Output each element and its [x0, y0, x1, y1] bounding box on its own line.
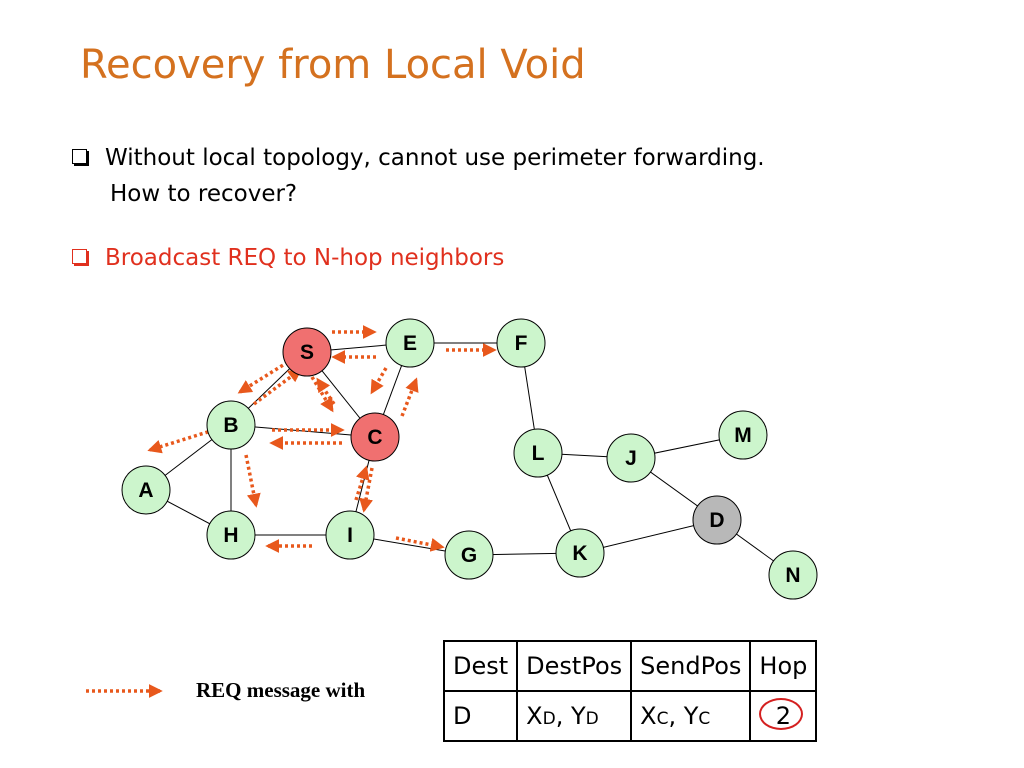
- node-e: E: [385, 318, 435, 368]
- node-circle: [350, 412, 400, 462]
- req-arrows: [147, 325, 497, 553]
- node-label: M: [734, 424, 752, 447]
- node-circle: [606, 433, 656, 483]
- node-label: D: [709, 509, 724, 532]
- node-label: K: [572, 542, 587, 565]
- page-title: Recovery from Local Void: [80, 42, 586, 88]
- node-s: S: [282, 327, 332, 377]
- nodes: S E F B C L J M A D H I G K N: [121, 318, 818, 600]
- cell-hop: 2: [749, 690, 818, 742]
- node-f: F: [496, 318, 546, 368]
- legend-label: REQ message with: [196, 678, 366, 702]
- node-g: G: [444, 530, 494, 580]
- node-i: I: [325, 510, 375, 560]
- node-label: J: [625, 447, 637, 470]
- bullet-line-1: Without local topology, cannot use perim…: [105, 145, 765, 171]
- checkbox-bullet-icon: [72, 249, 87, 264]
- bullet-broadcast-text: Broadcast REQ to N-hop neighbors: [105, 245, 505, 271]
- node-j: J: [606, 433, 656, 483]
- header-destpos: DestPos: [516, 640, 633, 692]
- req-arrow: [395, 536, 445, 552]
- node-circle: [444, 530, 494, 580]
- node-label: L: [532, 442, 545, 465]
- cell-destpos: XD, YD: [516, 690, 633, 742]
- bullet-topology: Without local topology, cannot use perim…: [72, 140, 765, 207]
- node-label: G: [461, 544, 477, 567]
- node-label: B: [223, 414, 238, 437]
- req-arrow: [252, 368, 303, 406]
- node-circle: [513, 428, 563, 478]
- req-arrow: [354, 465, 370, 501]
- node-circle: [718, 410, 768, 460]
- bullet-line-2: How to recover?: [110, 181, 298, 207]
- node-m: M: [718, 410, 768, 460]
- node-circle: [385, 318, 435, 368]
- node-circle: [206, 400, 256, 450]
- node-n: N: [768, 550, 818, 600]
- cell-sendpos: XC, YC: [630, 690, 752, 742]
- req-arrow: [244, 454, 261, 508]
- node-label: F: [515, 332, 528, 355]
- node-h: H: [206, 510, 256, 560]
- node-d: D: [692, 495, 742, 545]
- checkbox-bullet-icon: [72, 149, 87, 164]
- node-l: L: [513, 428, 563, 478]
- header-hop: Hop: [749, 640, 818, 692]
- header-dest: Dest: [442, 640, 519, 692]
- table-header-row: Dest DestPos SendPos Hop: [442, 640, 818, 692]
- req-arrow: [359, 467, 374, 513]
- node-c: C: [350, 412, 400, 462]
- node-label: C: [367, 426, 382, 449]
- node-circle: [496, 318, 546, 368]
- cell-dest: D: [442, 690, 519, 742]
- req-arrow: [400, 377, 419, 417]
- header-sendpos: SendPos: [630, 640, 752, 692]
- node-circle: [121, 465, 171, 515]
- node-label: E: [403, 332, 417, 355]
- node-b: B: [206, 400, 256, 450]
- node-circle: [692, 495, 742, 545]
- req-arrow: [310, 376, 334, 413]
- node-label: S: [300, 341, 314, 364]
- node-circle: [555, 528, 605, 578]
- hop-highlight-circle: [759, 698, 804, 730]
- node-circle: [282, 327, 332, 377]
- node-circle: [768, 550, 818, 600]
- req-arrow: [370, 367, 388, 395]
- node-label: I: [347, 524, 353, 547]
- node-a: A: [121, 465, 171, 515]
- node-label: A: [138, 479, 153, 502]
- node-circle: [325, 510, 375, 560]
- node-circle: [206, 510, 256, 560]
- req-arrow: [147, 428, 215, 454]
- node-k: K: [555, 528, 605, 578]
- req-message-table: Dest DestPos SendPos Hop D XD, YD XC, YC…: [442, 640, 818, 742]
- table-row: D XD, YD XC, YC 2: [442, 690, 818, 742]
- bullet-broadcast: Broadcast REQ to N-hop neighbors: [72, 240, 504, 276]
- req-arrow: [316, 377, 336, 405]
- node-label: H: [223, 524, 238, 547]
- node-label: N: [785, 564, 800, 587]
